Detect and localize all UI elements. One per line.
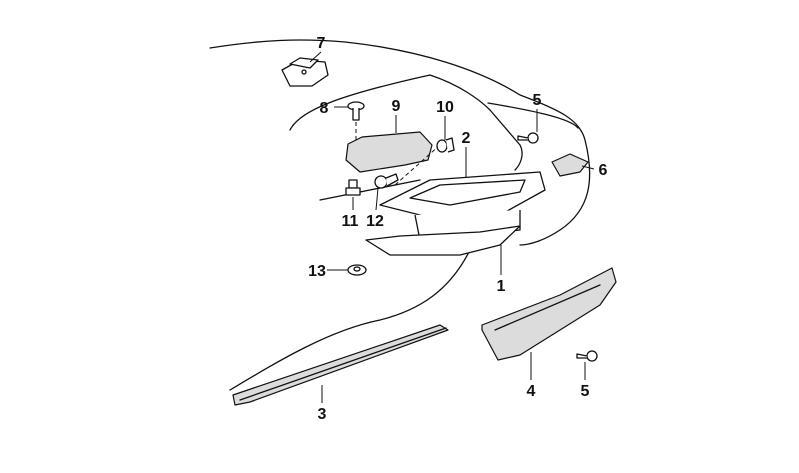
part-1-deflector[interactable] [365,225,521,256]
part-10-screw[interactable] [436,137,455,153]
part-4-side-panel[interactable] [481,267,617,361]
part-9-plate[interactable] [345,122,441,186]
part-5-rivet-bottom[interactable] [576,350,598,362]
part-3-sill-trim[interactable] [232,324,449,406]
callout-5-bottom[interactable]: 5 [581,383,590,400]
part-7-bracket[interactable] [281,57,329,87]
leader-lines [309,51,595,403]
callout-8[interactable]: 8 [320,100,329,117]
part-2-air-duct[interactable] [379,171,546,241]
car-body-outline [209,39,591,391]
part-8-screw[interactable] [347,101,365,121]
callout-13[interactable]: 13 [308,263,326,280]
callout-2[interactable]: 2 [462,130,471,147]
callout-1[interactable]: 1 [497,278,506,295]
part-6-clip[interactable] [551,153,589,177]
callout-9[interactable]: 9 [392,98,401,115]
callout-11[interactable]: 11 [342,213,359,230]
callout-12[interactable]: 12 [366,213,384,230]
part-12-screw[interactable] [374,173,399,189]
callout-4[interactable]: 4 [527,383,536,400]
part-11-bolt[interactable] [345,179,361,196]
callout-3[interactable]: 3 [318,406,327,423]
callout-5-top[interactable]: 5 [533,92,542,109]
callout-7[interactable]: 7 [317,35,326,52]
part-13-nut[interactable] [347,264,367,276]
callout-6[interactable]: 6 [599,162,608,179]
part-5-rivet-top[interactable] [517,132,539,144]
callout-10[interactable]: 10 [436,99,454,116]
